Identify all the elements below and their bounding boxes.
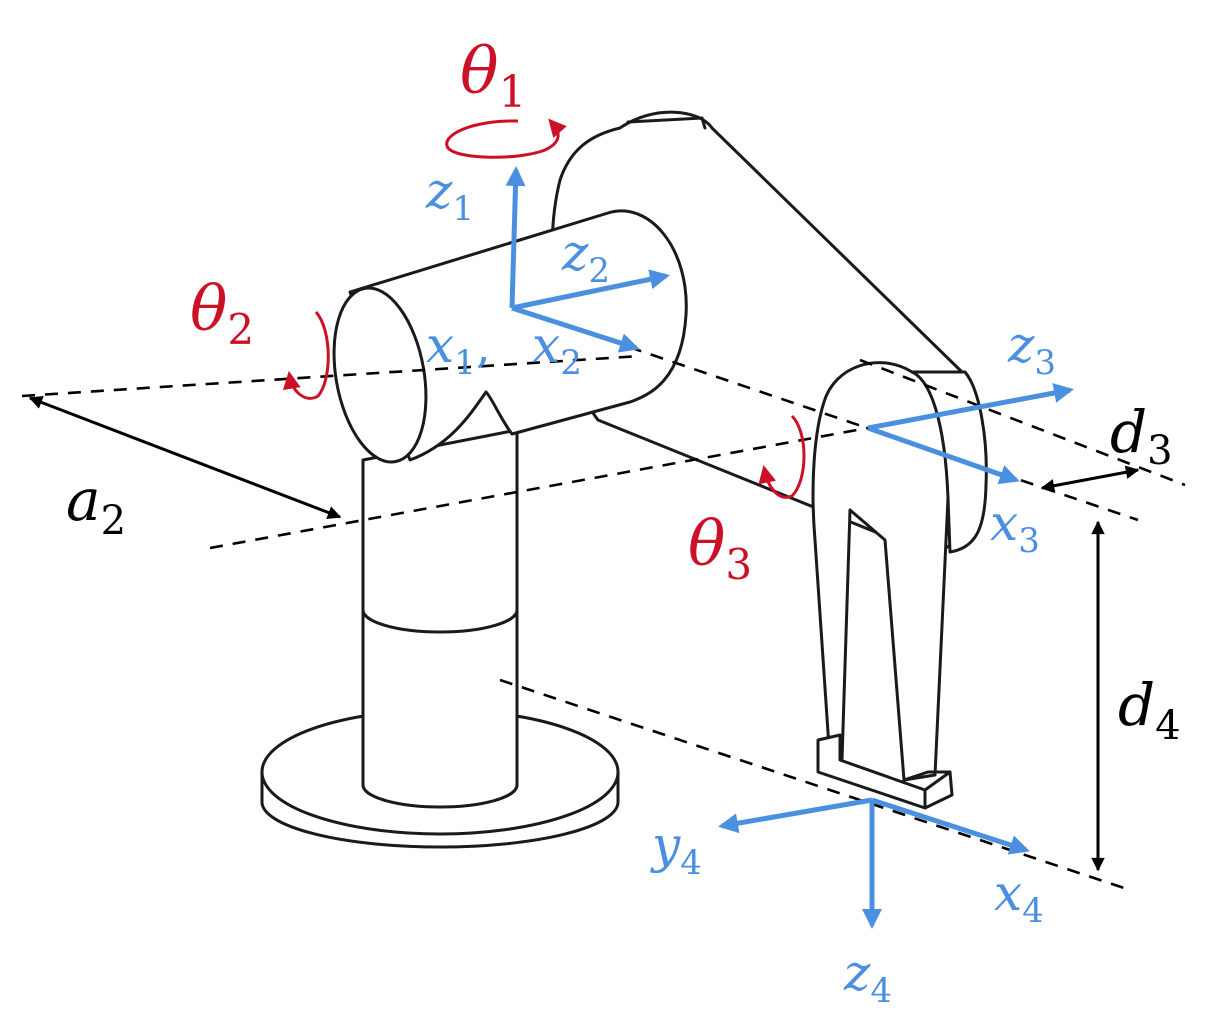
link2-top-line: [519, 308, 1139, 522]
x4-axis-arrow: [871, 797, 1030, 855]
x3-label: x3: [990, 494, 1040, 561]
a2-dimension-arrow: [28, 396, 342, 519]
joint3-axis-line: [209, 426, 869, 550]
frame-labels: z1 z2 x1, x2 z3 x3 y4 x4 z4: [425, 162, 1056, 1011]
joint2-axis-line: [21, 354, 641, 398]
x3-axis-arrow: [867, 425, 1020, 485]
z2-axis-arrow: [511, 269, 670, 311]
axis-lines: [21, 308, 1186, 892]
robot-base: [260, 428, 620, 849]
z1-axis-arrow: [505, 166, 526, 309]
x4-label: x4: [994, 864, 1044, 931]
d4-label: d4: [1118, 671, 1181, 749]
link4-line: [499, 678, 1131, 892]
theta1-label: θ1: [460, 35, 527, 118]
y4-axis-arrow: [718, 797, 873, 834]
d3-dimension-arrow: [1040, 465, 1140, 493]
frame-arrows: [505, 166, 1074, 929]
joint-labels: θ1 θ2 θ3: [190, 35, 752, 589]
d3-label: d3: [1110, 398, 1173, 474]
theta2-label: θ2: [190, 272, 254, 354]
z1-label: z1: [425, 162, 474, 229]
link3-line: [859, 358, 1186, 487]
dimension-labels: a2 d3 d4: [66, 398, 1181, 749]
z3-label: z3: [1007, 316, 1056, 383]
a2-label: a2: [66, 466, 126, 544]
x1-label: x1,: [426, 316, 490, 383]
z4-label: z4: [843, 944, 892, 1011]
y4-label: y4: [650, 816, 702, 883]
x2-label: x2: [532, 316, 582, 383]
forearm-link: [811, 361, 988, 810]
joint-rotations: [282, 118, 806, 499]
shoulder-cylinder: [332, 209, 688, 464]
dimension-arrows: [28, 396, 1140, 872]
theta1-rotation-icon: [445, 118, 567, 159]
theta3-rotation-icon: [758, 414, 806, 499]
theta2-rotation-icon: [282, 311, 330, 400]
x1-x2-axis-arrow: [511, 305, 640, 353]
z2-label: z2: [561, 224, 610, 291]
theta3-label: θ3: [688, 507, 752, 589]
z3-axis-arrow: [867, 383, 1074, 431]
